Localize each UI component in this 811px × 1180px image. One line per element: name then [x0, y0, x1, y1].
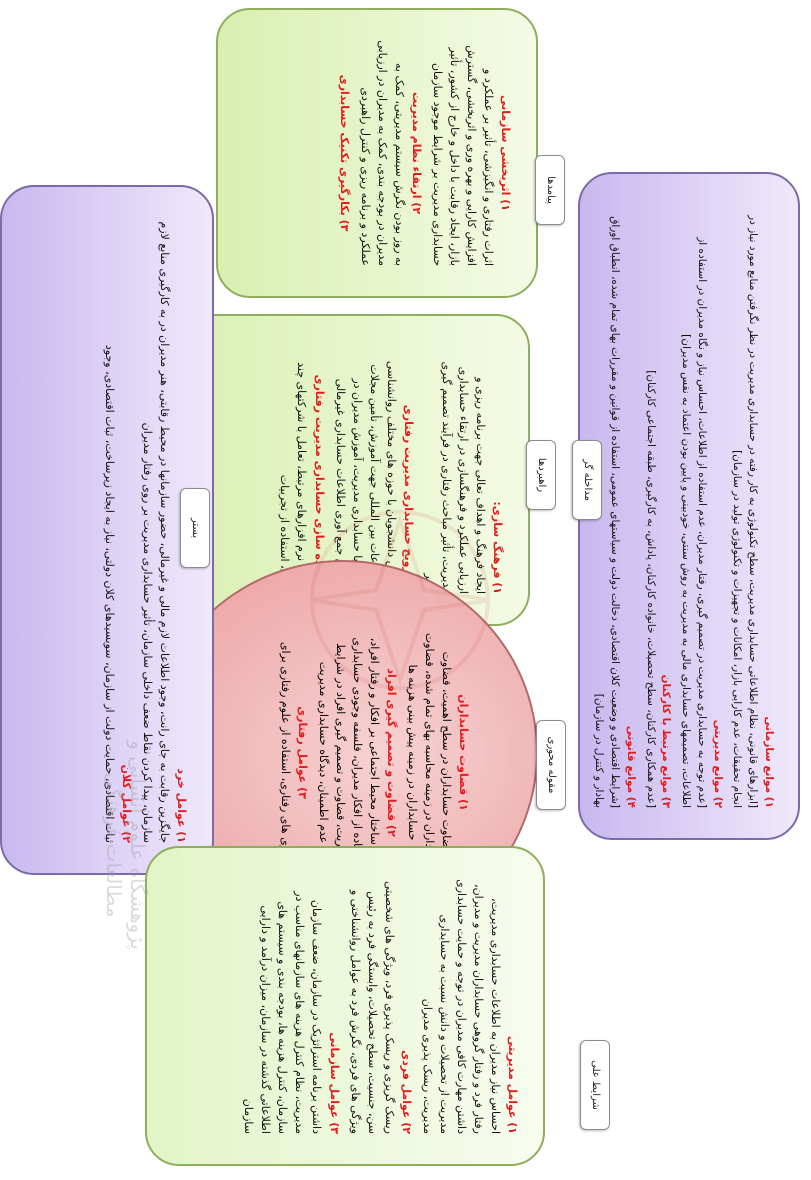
item-title: ۴) موانع قانونی: [625, 725, 637, 808]
outcomes-item-2: ۲) ارتقاء نظام مدیریت به روز بودن نگرش س…: [357, 40, 425, 266]
watermark-text: پژوهشگاه علوم انسانی و مطالعات فرهنگی: [102, 740, 150, 950]
item-body: [عدم توجه به حسابداری مدیریت در تصمیم گی…: [680, 237, 708, 808]
intervening-item-2: ۲) موانع مدیریتی [عدم توجه به حسابداری م…: [678, 204, 725, 808]
item-body: [ابزارهای قانونی، نظام اطلاعاتی حسابداری…: [731, 215, 760, 808]
item-body: به روز بودن نگرش سیستم مدیریتی، کمک به م…: [358, 40, 406, 266]
causal-item-1: ۱) عوامل مدیریتی احساس نیاز مدیران به اط…: [419, 878, 521, 1134]
intervening-item-3: ۳) موانع مرتبط با کارکنان [عدم همکاری کا…: [642, 204, 674, 808]
outcomes-label: پیامدها: [535, 155, 565, 225]
item-body: اثرات رفتاری و انگیزشی، تأثیر بر عملکرد …: [430, 45, 495, 266]
item-body: [عدم همکاری کارکنان، سطح تحصیلات، خانواد…: [644, 370, 657, 808]
item-title: ۲) ارتقاء نظام مدیریت: [409, 91, 423, 215]
item-title: ۱) موانع سازمانی: [763, 716, 775, 808]
item-body: داشتن برنامه استراتژیک در سازمان، ضعف سا…: [242, 891, 324, 1134]
item-title: ۳) بکارگیری تکنیک حسابداری: [337, 74, 351, 232]
strategies-label: راهبردها: [526, 440, 556, 510]
item-body: تئوری های رفتاری، استفاده از علوم رفتاری…: [278, 641, 292, 864]
item-title: ۱) عوامل مدیریتی: [506, 1035, 519, 1134]
item-body: ریسک گریزی و ریسک پذیری فرد، ویژگی های ش…: [348, 880, 396, 1134]
outcomes-item-1: ۱) اثربخشی سازمانی اثرات رفتاری و انگیزش…: [429, 40, 514, 266]
item-title: ۳) موانع مرتبط با کارکنان: [660, 674, 673, 808]
item-title: ۲) عوامل فردی: [399, 1050, 413, 1134]
intervening-item-1: ۱) موانع سازمانی [ابزارهای قانونی، نظام …: [729, 204, 776, 808]
intervening-label: مداخله گر: [572, 440, 602, 520]
outcomes-item-3: ۳) بکارگیری تکنیک حسابداری: [336, 40, 353, 266]
item-title: ۳) عوامل سازمانی: [327, 1032, 341, 1134]
causal-item-3: ۳) عوامل سازمانی داشتن برنامه استراتژیک …: [240, 878, 342, 1134]
causal-conditions-label: شرایط علی: [580, 1040, 610, 1130]
item-body: احساس نیاز مدیران به اطلاعات حسابداری مد…: [420, 879, 502, 1134]
watermark-emblem: [309, 510, 491, 690]
outcomes-panel: ۱) اثربخشی سازمانی اثرات رفتاری و انگیزش…: [216, 8, 538, 298]
context-label: بستر: [180, 488, 210, 568]
core-category-label: مقوله محوری: [536, 720, 566, 810]
causal-item-2: ۲) عوامل فردی ریسک گریزی و ریسک پذیری فر…: [347, 878, 415, 1134]
item-title: ۱) اثربخشی سازمانی: [499, 94, 512, 211]
intervening-panel: ۱) موانع سازمانی [ابزارهای قانونی، نظام …: [578, 172, 800, 840]
item-title: ۲) موانع مدیریتی: [711, 719, 724, 808]
causal-conditions-panel: ۱) عوامل مدیریتی احساس نیاز مدیران به اط…: [145, 846, 545, 1166]
